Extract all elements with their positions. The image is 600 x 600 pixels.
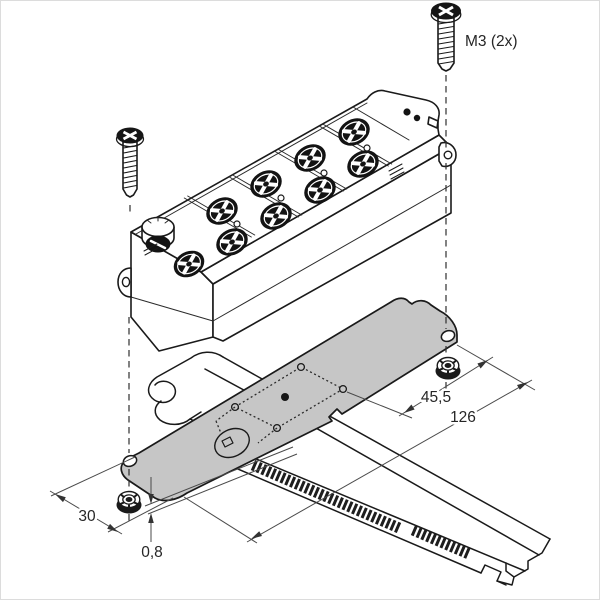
dim-line-45-5	[398, 356, 494, 417]
label-dim-126: 126	[450, 409, 476, 426]
module-ear-notch	[427, 116, 439, 129]
screw-centerlines	[128, 75, 447, 524]
mounting-plate	[120, 297, 458, 502]
dim-line-126	[246, 379, 533, 543]
dimension-lines	[49, 344, 536, 544]
din-rail-end-cap	[496, 538, 551, 586]
module-ear-right-hole	[443, 150, 453, 160]
knurl-marks	[143, 163, 405, 256]
module-parting-line	[130, 184, 452, 322]
din-rail-end-profile-upper	[147, 351, 224, 404]
port-marker-dots	[233, 144, 371, 228]
screw-left	[115, 127, 145, 198]
hex-nut-left	[115, 490, 143, 515]
screw-right	[430, 2, 462, 72]
module-top-rim	[135, 102, 368, 235]
io-module	[117, 89, 457, 352]
din-rail-long-edges	[190, 379, 551, 574]
din-rail-end-profile-lower	[154, 400, 202, 426]
mounting-plate-body	[120, 297, 458, 502]
led-dot	[403, 108, 411, 116]
hex-nut-right	[434, 356, 462, 381]
rail-clip-mark	[221, 436, 234, 448]
plate-hole-right	[440, 329, 456, 343]
power-connector-top	[141, 216, 175, 253]
phillips-cross-icon	[122, 130, 138, 141]
label-dim-30: 30	[78, 508, 96, 525]
label-dim-0-8: 0,8	[141, 544, 163, 561]
din-rail-slot-hatch	[250, 459, 472, 560]
module-ear-left-hole	[121, 276, 131, 288]
label-screw-spec: M3 (2x)	[465, 33, 518, 50]
led-dot	[413, 114, 421, 122]
phillips-cross-icon	[438, 5, 454, 17]
plate-center-mark	[281, 393, 289, 401]
din-rail-bottom-notch	[480, 564, 507, 586]
label-dim-45-5: 45,5	[421, 389, 451, 406]
